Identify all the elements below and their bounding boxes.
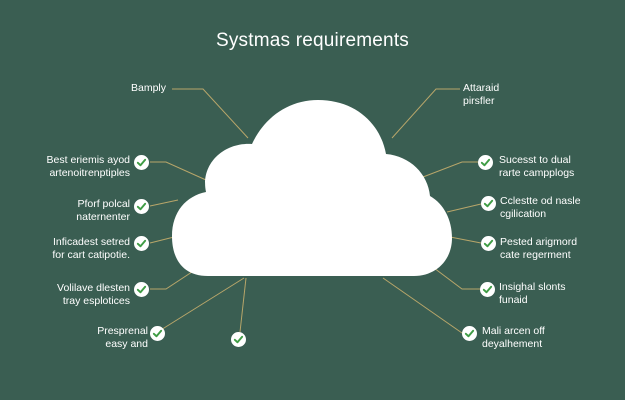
check-circle-icon: [134, 282, 149, 297]
right-item-4-line1: Pested arigmord: [500, 236, 578, 248]
left-item-5-line1: Volilave dlesten: [57, 282, 130, 294]
connector-line-bottom: [239, 277, 247, 333]
connector-line-left-5: [150, 267, 199, 290]
left-item-3-line2: naternenter: [76, 211, 130, 223]
right-item-6-line2: deyalhement: [482, 338, 543, 350]
right-item-2-line2: rarte campplogs: [499, 167, 575, 179]
left-item-4-line1: Inficadest setred: [52, 236, 130, 248]
check-circle-icon: [231, 332, 246, 347]
left-item-1-text: Bamply: [130, 82, 166, 94]
left-item-2-line2: artenoitrenptiples: [49, 167, 130, 179]
left-item-2-line1: Best eriemis ayod: [46, 154, 130, 166]
left-item-5-line2: tray esplotices: [62, 295, 130, 307]
connector-line-right-6: [382, 277, 463, 334]
right-item-5-line2: funaid: [499, 294, 528, 306]
right-item-2: Sucesst to dual rarte campplogs: [499, 154, 574, 180]
right-item-5: Insighal slonts funaid: [499, 281, 566, 307]
right-item-1: Attaraid pirsfler: [463, 82, 499, 108]
connector-line-left-2: [150, 161, 207, 181]
right-item-3-line2: cgilication: [500, 208, 547, 220]
diagram-title: Systmas requirements: [215, 30, 409, 51]
left-item-5: Volilave dlesten tray esplotices: [57, 282, 130, 308]
left-item-1: Bamply: [131, 82, 166, 95]
check-circle-icon: [134, 236, 149, 251]
right-item-4-line2: cate regerment: [500, 249, 571, 261]
right-item-3: Cclestte od nasle cgilication: [500, 195, 581, 221]
left-item-2: Best eriemis ayod artenoitrenptiples: [47, 154, 130, 180]
left-item-4: Inficadest setred for cart catipotie.: [52, 236, 130, 262]
right-item-2-line1: Sucesst to dual: [499, 154, 571, 166]
connector-line-right-5: [425, 261, 480, 290]
connector-line-left-1: [172, 88, 249, 139]
right-item-4: Pested arigmord cate regerment: [500, 236, 577, 262]
check-circle-icon: [481, 196, 496, 211]
connector-line-right-2: [409, 161, 478, 183]
right-item-5-line1: Insighal slonts: [499, 281, 566, 293]
cloud-icon: [172, 100, 452, 276]
right-item-1-line1: Attaraid: [463, 82, 500, 94]
left-item-3-line1: Pforf polcal: [77, 198, 130, 210]
connector-line-right-3: [446, 203, 482, 213]
left-item-6-line2: easy and: [105, 338, 148, 350]
connector-line-left-6: [155, 277, 245, 334]
check-circle-icon: [462, 326, 477, 341]
right-item-3-line1: Cclestte od nasle: [500, 195, 581, 207]
connector-line-right-1: [391, 88, 460, 139]
left-item-6: Presprenal easy and: [97, 325, 148, 351]
left-item-6-line1: Presprenal: [97, 325, 148, 337]
right-item-6: Mali arcen off deyalhement: [482, 325, 545, 351]
check-circle-icon: [134, 199, 149, 214]
check-circle-icon: [134, 155, 149, 170]
right-item-6-line1: Mali arcen off: [482, 325, 545, 337]
right-item-1-line2: pirsfler: [463, 95, 495, 107]
check-circle-icon: [150, 326, 165, 341]
connector-line-left-3: [149, 199, 179, 207]
left-item-3: Pforf polcal naternenter: [76, 198, 130, 224]
check-circle-icon: [481, 236, 496, 251]
check-circle-icon: [478, 155, 493, 170]
left-item-4-line2: for cart catipotie.: [52, 249, 130, 261]
check-circle-icon: [480, 282, 495, 297]
